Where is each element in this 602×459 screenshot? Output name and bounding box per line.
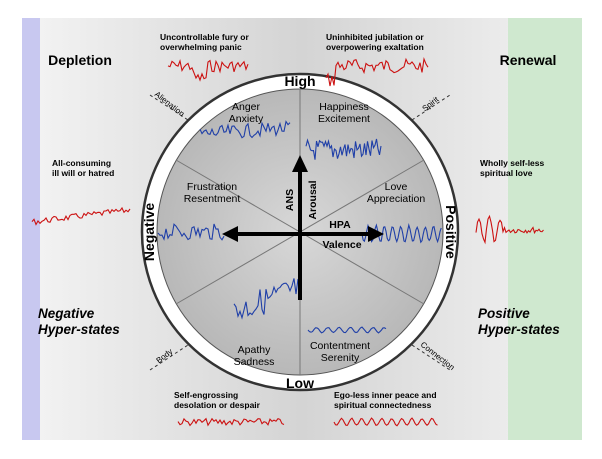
trace-contentment-serenity	[307, 326, 387, 334]
trace-bottom-right	[333, 417, 438, 427]
axes	[236, 170, 370, 300]
ring-label-negative: Negative	[141, 203, 157, 262]
note-bottom-right-line2: spiritual connectedness	[334, 400, 432, 410]
right-color-band	[508, 18, 582, 440]
sector-label-serenity: Serenity	[321, 352, 360, 364]
note-bottom-right-line1: Ego-less inner peace and	[334, 390, 437, 400]
axis-label-valence: Valence	[322, 239, 361, 251]
axis-valence-left-arrowhead	[222, 226, 238, 242]
sector-label-frustration: Frustration	[187, 181, 237, 193]
trace-apathy-sadness	[233, 278, 299, 320]
sector-label-love: Love	[385, 181, 408, 193]
ring-label-high: High	[284, 73, 315, 89]
axis-label-ans: ANS	[284, 189, 296, 211]
heading-negative-hyper-line1: Negative	[38, 306, 95, 321]
trace-anger-anxiety	[199, 120, 291, 139]
trace-bottom-left	[177, 417, 285, 427]
axis-arousal-arrowhead	[292, 155, 308, 172]
trace-love-appreciation	[361, 223, 442, 244]
sector-label-excitement: Excitement	[318, 113, 370, 125]
heading-positive-hyper-line2: Hyper-states	[478, 322, 560, 337]
sector-label-sadness: Sadness	[234, 356, 275, 368]
left-color-band	[22, 18, 40, 440]
trace-mid-left	[31, 206, 131, 226]
sector-label-contentment: Contentment	[310, 340, 370, 352]
axis-valence-right-arrowhead	[368, 226, 384, 242]
note-top-left-line2: overwhelming panic	[160, 42, 242, 52]
note-bottom-left-line2: desolation or despair	[174, 400, 261, 410]
heading-renewal: Renewal	[500, 52, 557, 68]
trace-mid-right	[475, 214, 544, 245]
heading-positive-hyper-line1: Positive	[478, 306, 530, 321]
trace-top-left	[167, 58, 249, 82]
trace-happiness-excitement	[305, 138, 382, 160]
note-mid-right-line2: spiritual love	[480, 168, 533, 178]
axis-label-arousal: Arousal	[307, 180, 319, 219]
sector-label-resentment: Resentment	[184, 193, 241, 205]
note-mid-right-line1: Wholly self-less	[480, 158, 545, 168]
sector-label-anxiety: Anxiety	[229, 113, 264, 125]
sector-label-happiness: Happiness	[319, 101, 369, 113]
note-mid-left-line1: All-consuming	[52, 158, 111, 168]
ring-label-low: Low	[286, 375, 314, 391]
sector-label-anger: Anger	[232, 101, 261, 113]
note-top-right-line1: Uninhibited jubilation or	[326, 32, 424, 42]
note-top-left-line1: Uncontrollable fury or	[160, 32, 249, 42]
trace-top-right	[325, 57, 429, 87]
sector-label-appreciation: Appreciation	[367, 193, 426, 205]
heading-depletion: Depletion	[48, 52, 112, 68]
heading-negative-hyper-line2: Hyper-states	[38, 322, 120, 337]
ring-label-positive: Positive	[443, 205, 459, 259]
trace-frustration-resentment	[157, 223, 225, 241]
signal-traces	[31, 57, 544, 427]
axis-label-hpa: HPA	[329, 219, 351, 231]
diagonal-connectors	[149, 94, 451, 371]
note-top-right-line2: overpowering exaltation	[326, 42, 424, 52]
note-bottom-left-line1: Self-engrossing	[174, 390, 238, 400]
note-mid-left-line2: ill will or hatred	[52, 168, 114, 178]
sector-label-apathy: Apathy	[238, 344, 271, 356]
